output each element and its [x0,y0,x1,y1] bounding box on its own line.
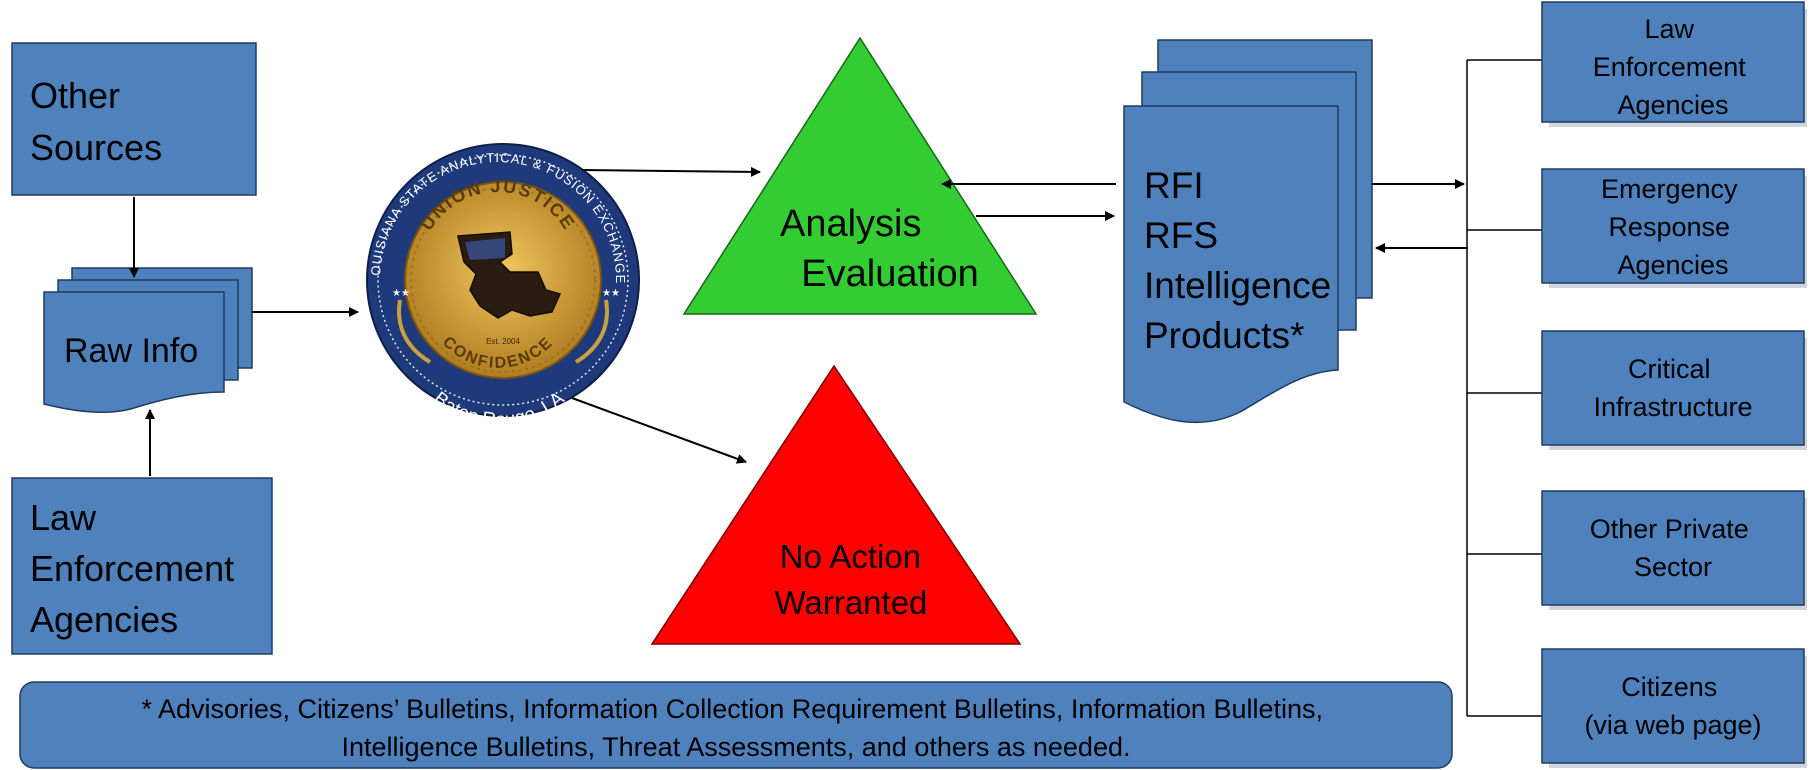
no-action-triangle: No Action Warranted [650,364,1022,645]
law-enforcement-line-2: Enforcement [30,548,234,589]
recipient-2-line-3: Agencies [1617,250,1728,280]
arrow-seal-to-analysis [581,166,761,177]
analysis-line-2: Evaluation [801,253,978,295]
other-sources-line-2: Sources [30,127,162,168]
svg-text:No Action Warranted: No Action Warranted [775,538,931,621]
no-action-line-1: No Action [780,538,921,575]
recipient-other-private-sector: Other Private Sector [1541,490,1807,610]
svg-text:Citizens (via web page): Citizens (via web page) [1584,672,1761,740]
other-sources-line-1: Other [30,75,120,116]
law-enforcement-line-3: Agencies [30,599,178,640]
recipient-3-line-2: Infrastructure [1593,392,1752,422]
products-line-2: RFS [1144,215,1218,256]
recipient-2-line-1: Emergency [1601,174,1738,204]
law-enforcement-source-box: Law Enforcement Agencies [11,477,273,655]
other-sources-box: Other Sources [11,42,257,196]
recipient-citizens: Citizens (via web page) [1541,648,1807,768]
distribution-bus [1466,59,1542,717]
products-line-1: RFI [1144,165,1204,206]
svg-text:Analysis Evaluation: Analysis Evaluation [780,203,979,295]
analysis-line-1: Analysis [780,203,922,245]
svg-text:Critical Infrastructure: Critical Infrastructure [1593,354,1752,422]
no-action-line-2: Warranted [775,584,928,621]
seal-star-right-icon: ★★ [602,288,620,299]
recipient-4-line-2: Sector [1634,552,1712,582]
svg-text:* Advisories, Citizens’ Bullet: * Advisories, Citizens’ Bulletins, Infor… [141,694,1330,762]
svg-text:Other Sources: Other Sources [30,75,162,168]
recipient-4-line-1: Other Private [1590,514,1749,544]
products-document-stack: RFI RFS Intelligence Products* [1123,39,1373,424]
svg-text:RFI RFS Intelligen: RFI RFS Intelligence Products* [1144,165,1341,356]
products-line-4: Products* [1144,315,1304,356]
recipient-5-line-1: Citizens [1621,672,1717,702]
recipient-law-enforcement: Law Enforcement Agencies [1541,1,1807,127]
analysis-evaluation-triangle: Analysis Evaluation [682,36,1038,315]
footnote-line-1: * Advisories, Citizens’ Bulletins, Infor… [141,694,1323,724]
recipient-2-line-2: Response [1608,212,1730,242]
seal-flag-icon [465,238,505,260]
recipient-1-line-1: Law [1644,14,1694,44]
arrow-seal-to-no-action [571,397,747,464]
svg-text:Emergency Response: Emergency Response Agencies [1601,174,1745,280]
footnote-box: * Advisories, Citizens’ Bulletins, Infor… [19,681,1453,769]
laurel-right-icon [574,299,609,364]
raw-info-label: Raw Info [64,332,198,370]
recipient-3-line-1: Critical [1628,354,1711,384]
raw-info-document-stack: Raw Info [43,267,253,414]
seal-est-text: Est. 2004 [486,337,520,346]
recipient-1-line-3: Agencies [1617,90,1728,120]
seal-star-left-icon: ★★ [392,288,410,299]
products-line-3: Intelligence [1144,265,1331,306]
svg-text:Law Enforcement Ag: Law Enforcement Agencies [1593,14,1754,120]
recipient-5-line-2: (via web page) [1584,710,1761,740]
footnote-line-2: Intelligence Bulletins, Threat Assessmen… [342,732,1131,762]
svg-text:Law Enforcement Ag: Law Enforcement Agencies [30,497,244,640]
laurel-left-icon [397,299,432,364]
law-enforcement-line-1: Law [30,497,97,538]
recipient-emergency-response: Emergency Response Agencies [1541,168,1807,288]
svg-text:Other Private Sector: Other Private Sector [1590,514,1757,582]
recipient-1-line-2: Enforcement [1593,52,1747,82]
recipient-critical-infrastructure: Critical Infrastructure [1541,330,1807,450]
